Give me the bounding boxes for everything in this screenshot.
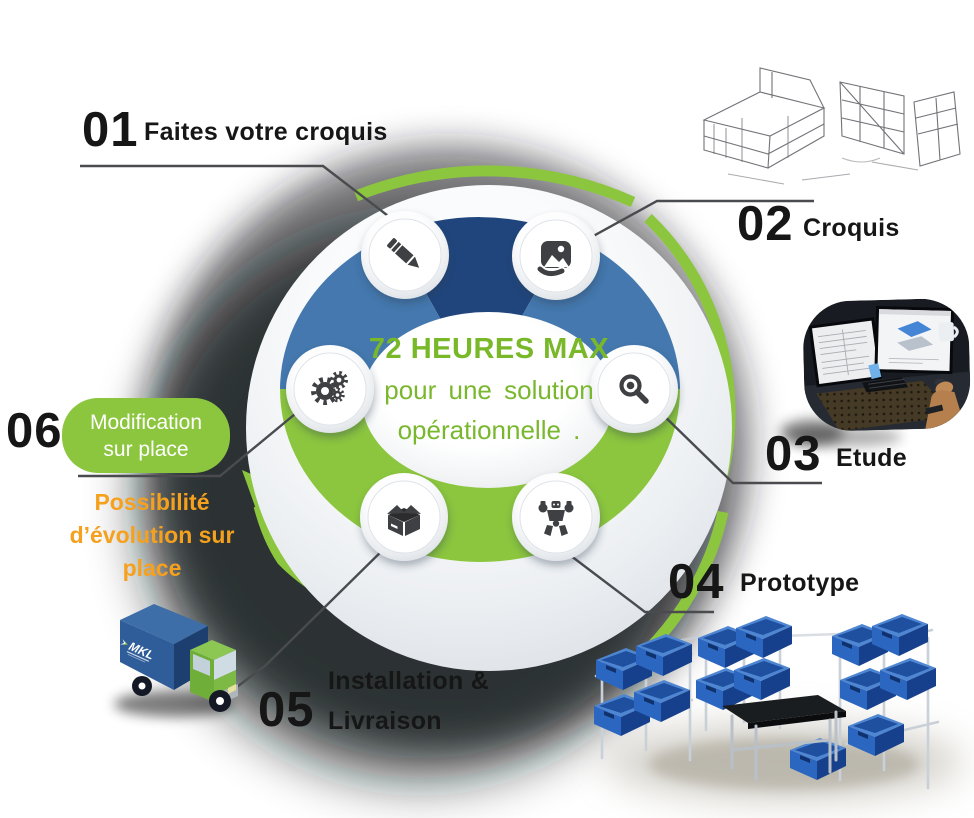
delivery-truck-illustration: MKL [114,604,238,717]
step4-number: 04 [668,555,725,609]
evolution-note-line2: d’évolution sur [69,522,235,548]
evolution-note-line3: place [122,555,182,581]
evolution-note: Possibilité d’évolution sur place [30,486,274,585]
ring-center-plate [362,312,614,488]
step5-label-line1: Installation & [328,667,490,695]
step4-label: Prototype [740,569,860,597]
connector-04 [549,539,714,614]
step1-label: Faites votre croquis [144,118,388,146]
prototype-photo [594,614,964,802]
robot-icon [512,473,600,561]
gears-icon [286,345,374,433]
center-subtitle-line2: opérationnelle . [397,415,581,446]
etude-photo [780,297,972,447]
center-title: 72 HEURES MAX [368,333,610,365]
step1-number: 01 [82,103,139,157]
connector-05 [229,537,396,693]
connector-03 [657,409,822,485]
connector-02 [576,199,814,247]
image-edit-icon [512,212,600,300]
step5-label-line2: Livraison [328,707,442,735]
center-message: 72 HEURES MAX pour une solution opératio… [348,333,630,446]
connector-06 [78,399,313,478]
step6-badge-line1: Modification [89,411,203,434]
step6-number: 06 [6,404,63,458]
magnifier-icon [590,345,678,433]
step6-badge: Modification sur place [62,398,230,473]
step5-number: 05 [258,683,315,737]
connectors [78,164,822,693]
step3-number: 03 [765,427,822,481]
step3-label: Etude [836,444,907,472]
evolution-note-line1: Possibilité [94,489,210,515]
connector-01 [80,164,414,236]
center-subtitle-line1: pour une solution [384,374,594,405]
croquis-sketch-image [702,67,961,185]
box-icon [360,473,448,561]
step6-badge-line2: sur place [103,438,189,461]
step2-label: Croquis [803,214,900,242]
pencil-icon [361,211,449,299]
step2-number: 02 [737,197,794,251]
